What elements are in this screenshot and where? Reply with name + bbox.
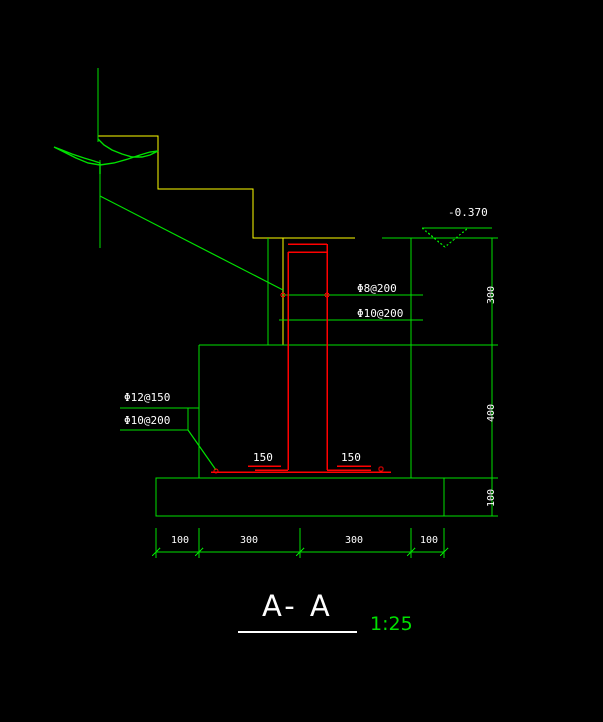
dim-h-3: 300 — [345, 535, 364, 546]
rebar-label-phi10-right: Φ10@200 — [357, 307, 404, 320]
rebar-label-phi10-left: Φ10@200 — [124, 414, 171, 427]
stair-profile — [98, 135, 355, 345]
concrete-outline — [198, 238, 412, 479]
drawing-scale: 1:25 — [370, 613, 413, 635]
dim-v-2: 400 — [486, 403, 497, 422]
wall-left-edge — [97, 68, 101, 248]
footing-outline — [155, 477, 445, 517]
dimension-horizontal-chain — [151, 528, 449, 558]
rebar-label-phi8: Φ8@200 — [357, 282, 397, 295]
leader-lines-right — [279, 292, 423, 321]
elevation-label: -0.370 — [448, 206, 488, 219]
dim-h-4: 100 — [420, 535, 439, 546]
section-title: A- A — [262, 589, 333, 623]
rebar-lines — [211, 243, 391, 473]
dimension-vertical-chain — [411, 237, 498, 517]
leader-line-left — [187, 429, 219, 474]
dim-v-1: 300 — [486, 285, 497, 304]
cover-label-left: 150 — [253, 451, 273, 464]
rebar-label-phi12-left: Φ12@150 — [124, 391, 171, 404]
dim-h-2: 300 — [240, 535, 259, 546]
break-line-zigzag — [53, 138, 159, 174]
slope-line — [99, 195, 284, 291]
dim-h-1: 100 — [171, 535, 190, 546]
dim-v-3: 100 — [486, 488, 497, 507]
rebar-callout-box — [120, 407, 199, 431]
cover-label-right: 150 — [341, 451, 361, 464]
